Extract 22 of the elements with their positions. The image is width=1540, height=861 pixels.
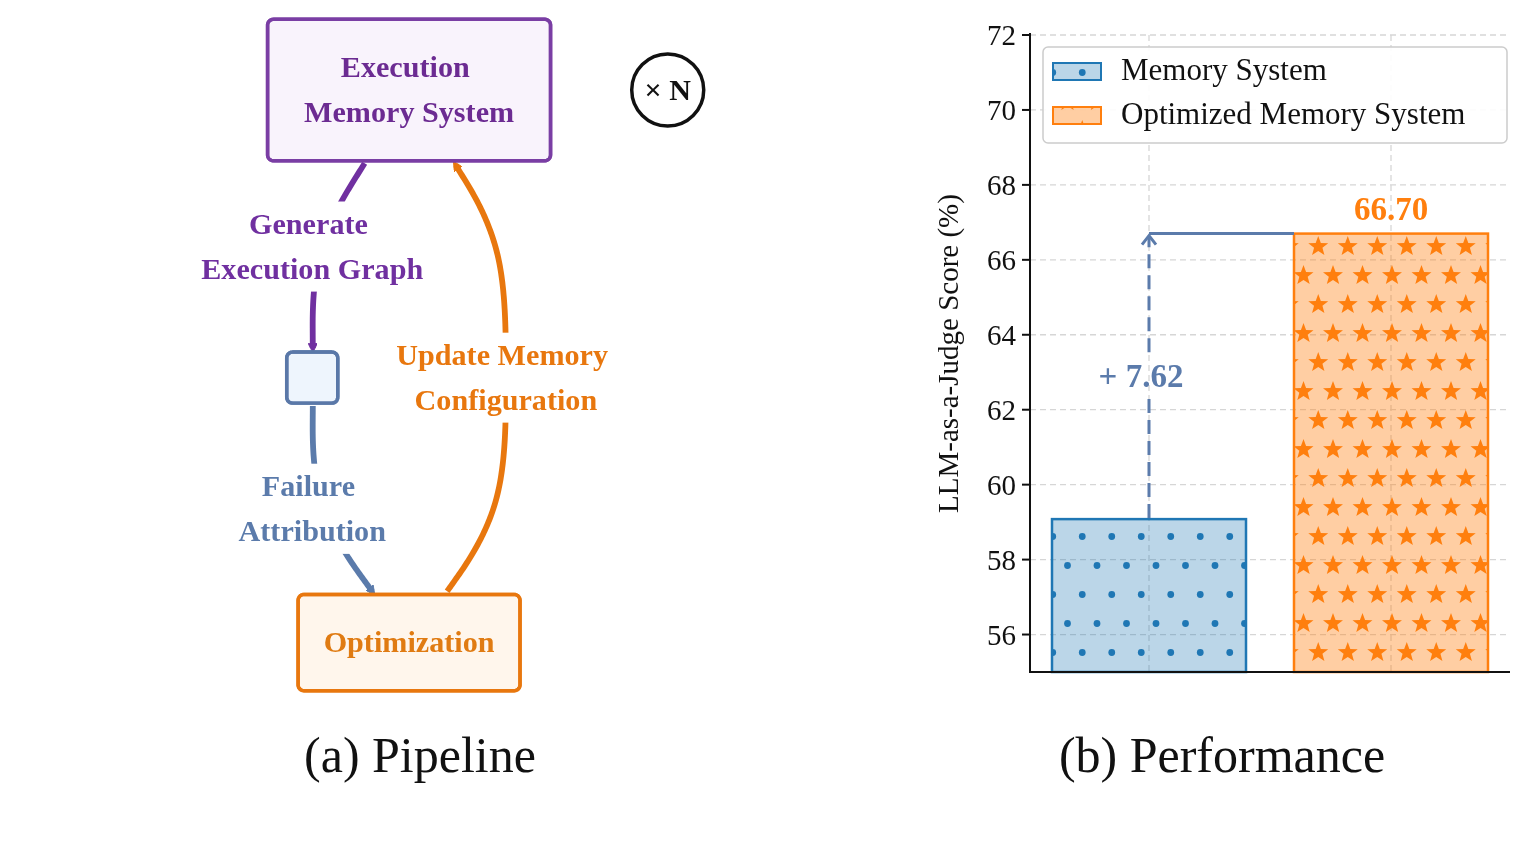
process-box [285,350,340,405]
process-box: Optimization [296,592,522,693]
axis-title: LLM-as-a-Judge Score (%) [932,194,964,513]
annotation-label: + 7.62 [1098,358,1184,395]
tick-label: 64 [987,318,1016,351]
tick-label: 70 [987,93,1016,126]
tick-label: 60 [987,468,1016,501]
process-box: Execution Memory System [265,17,553,163]
value-label: 66.70 [1353,190,1429,227]
edge-label: Failure Attribution [235,463,389,554]
tick-label: 62 [987,393,1016,426]
edge-label: Generate Execution Graph [198,201,426,292]
tick-label: 56 [987,618,1016,651]
loop-circle: × N [630,52,706,128]
legend-label: Optimized Memory System [1121,96,1466,131]
tick-label: 58 [987,543,1016,576]
tick-label: 68 [987,168,1016,201]
subfigure-caption: (a) Pipeline [304,728,536,783]
tick-label: 72 [987,19,1016,51]
subfigure-caption: (b) Performance [1058,728,1386,783]
legend-label: Memory System [1121,52,1327,87]
tick-label: 66 [987,243,1016,276]
